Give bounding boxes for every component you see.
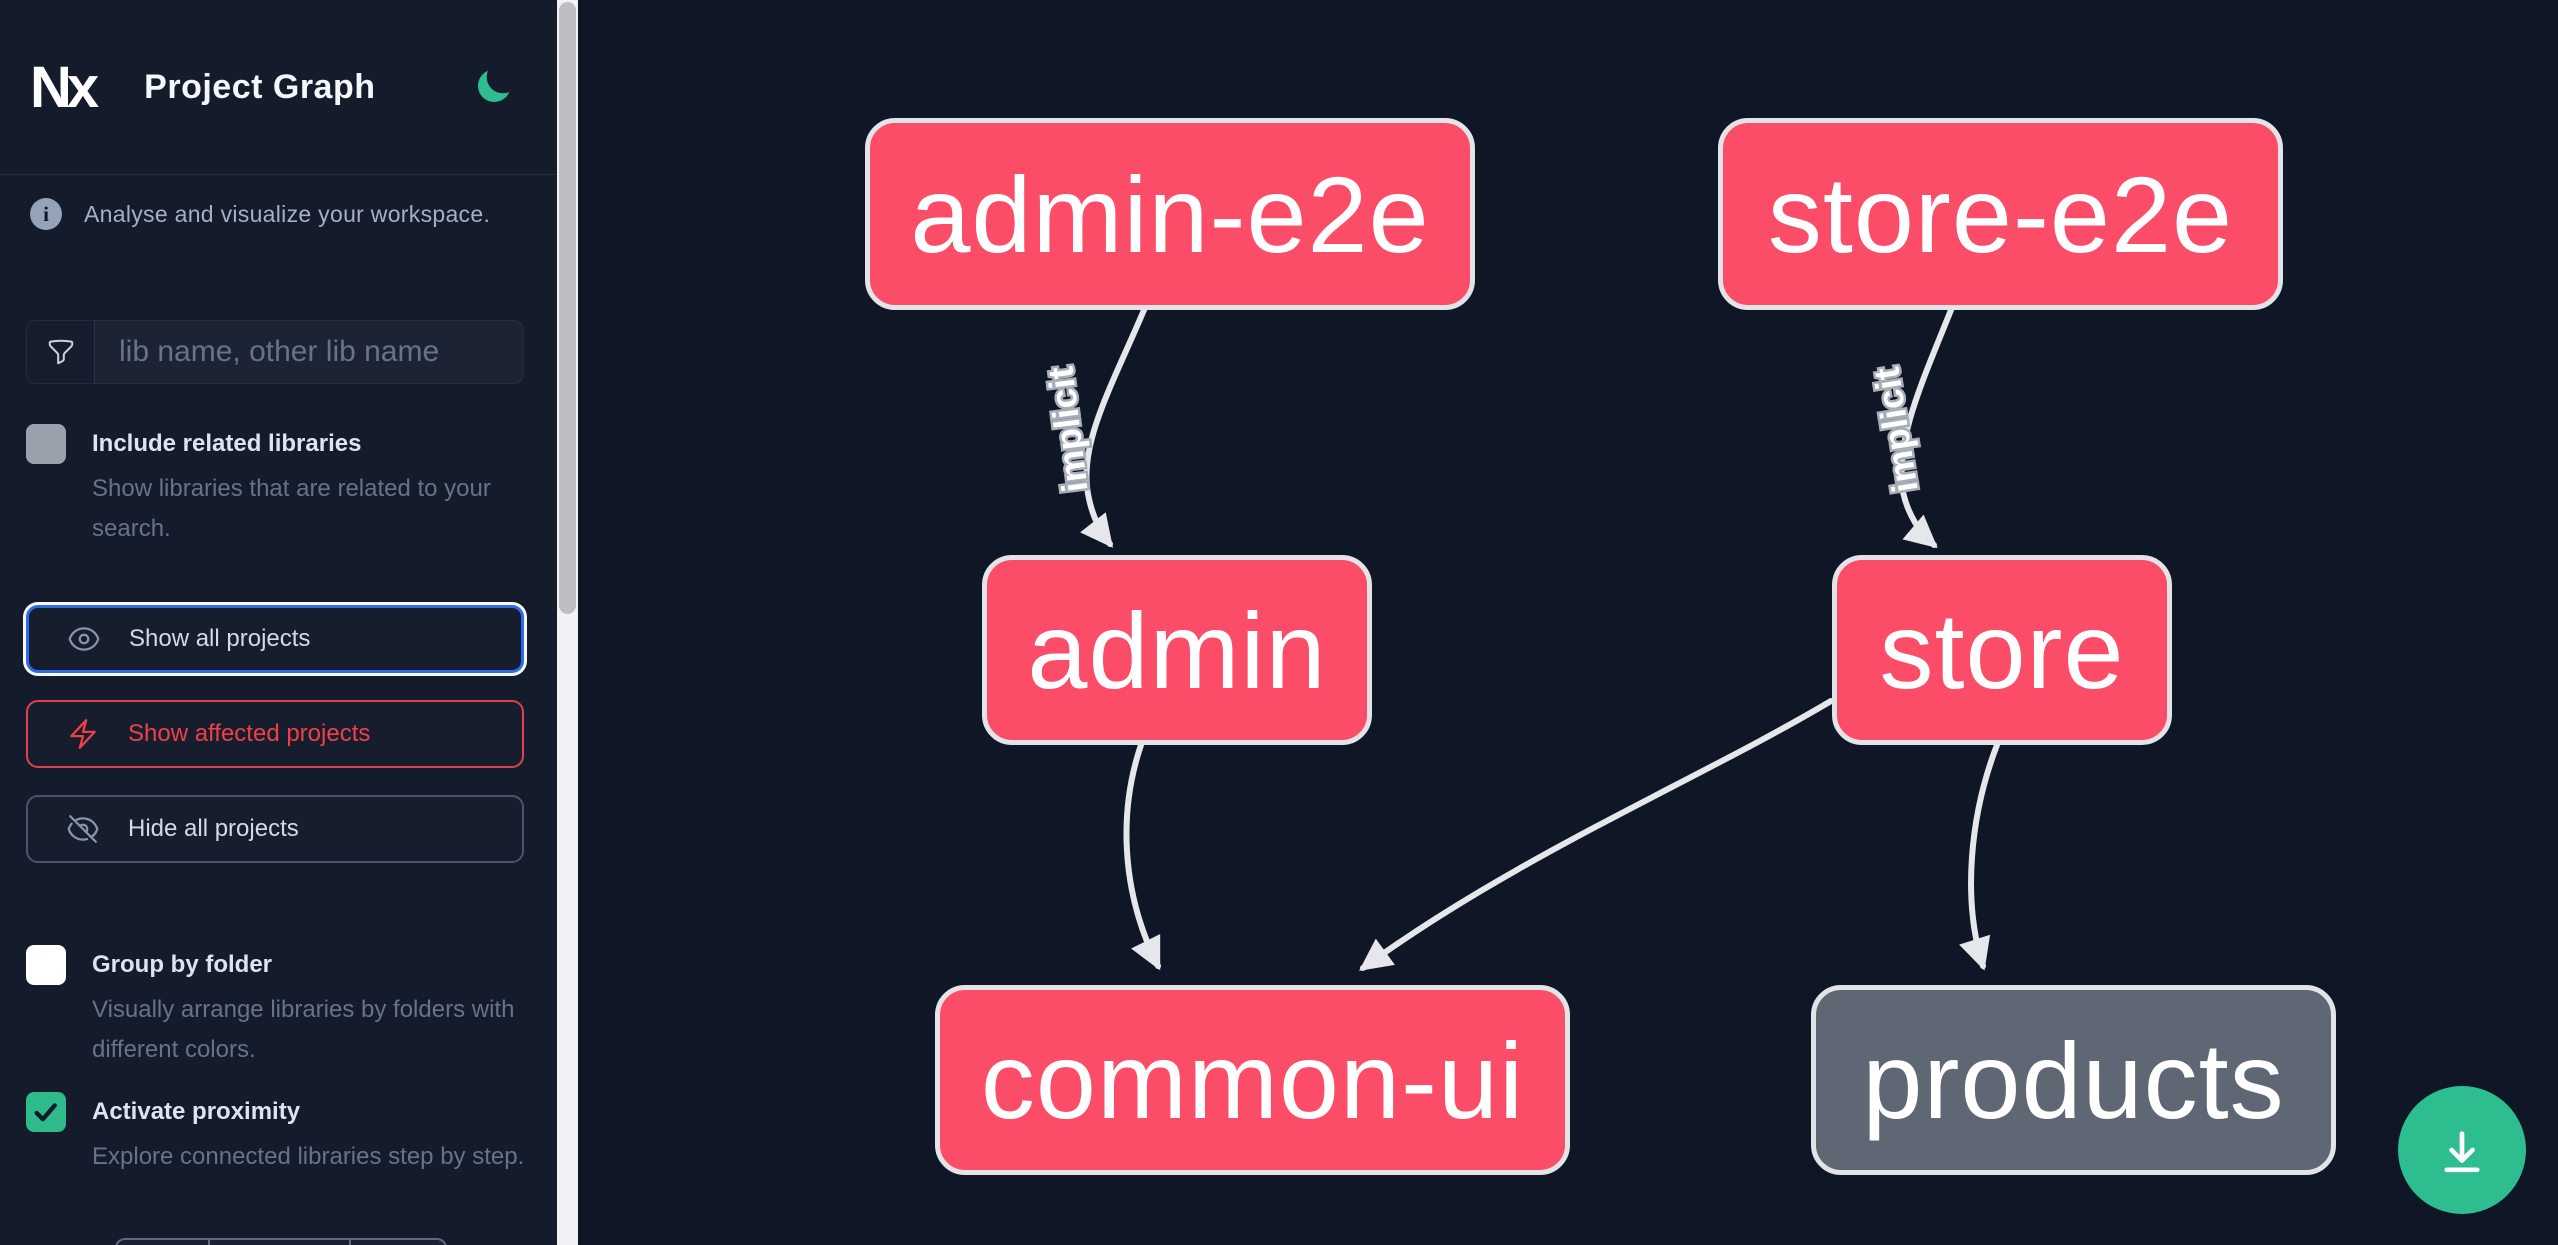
checkbox-label: Group by folder: [92, 951, 272, 978]
include-related-checkbox[interactable]: [26, 424, 66, 464]
hide-all-projects-button[interactable]: Hide all projects: [26, 795, 524, 863]
activate-proximity-checkbox[interactable]: [26, 1092, 66, 1132]
graph-node-admin-e2e[interactable]: admin-e2e: [865, 118, 1475, 310]
project-graph-canvas[interactable]: implicit implicit admin-e2e store-e2e ad…: [578, 0, 2558, 1245]
sidebar-header: Nx Project Graph: [0, 0, 557, 175]
info-icon: i: [30, 198, 62, 230]
show-affected-projects-button[interactable]: Show affected projects: [26, 700, 524, 768]
include-related-row: Include related libraries Show libraries…: [26, 422, 526, 549]
checkbox-description: Explore connected libraries step by step…: [92, 1143, 525, 1170]
bolt-icon: [70, 719, 96, 749]
rankdir-segmented-control[interactable]: [115, 1238, 447, 1245]
checkbox-description: Show libraries that are related to your …: [92, 475, 491, 542]
checkbox-label: Activate proximity: [92, 1098, 301, 1125]
funnel-icon: [27, 321, 95, 383]
check-icon: [34, 1103, 57, 1122]
graph-node-store-e2e[interactable]: store-e2e: [1718, 118, 2283, 310]
node-label: common-ui: [980, 1019, 1525, 1141]
node-label: admin-e2e: [910, 153, 1430, 275]
graph-node-store[interactable]: store: [1832, 555, 2172, 745]
node-label: store-e2e: [1767, 153, 2234, 275]
activate-proximity-row: Activate proximity Explore connected lib…: [26, 1090, 526, 1177]
checkbox-description: Visually arrange libraries by folders wi…: [92, 996, 515, 1063]
edge-store-to-products[interactable]: [1959, 742, 2000, 971]
segment-option[interactable]: [351, 1240, 445, 1245]
edge-store-to-common-ui[interactable]: [1359, 698, 1834, 971]
checkbox-label: Include related libraries: [92, 430, 362, 457]
eye-icon: [68, 627, 100, 651]
show-all-projects-button[interactable]: Show all projects: [26, 605, 524, 673]
eye-slash-icon: [67, 815, 99, 843]
sidebar-scrollbar[interactable]: [557, 0, 578, 1245]
graph-node-products[interactable]: products: [1811, 985, 2336, 1175]
download-image-button[interactable]: [2398, 1086, 2526, 1214]
edge-store-e2e-to-store[interactable]: [1898, 307, 1954, 549]
node-label: store: [1879, 589, 2125, 711]
button-label: Show affected projects: [128, 720, 371, 747]
edge-label-implicit: implicit: [1866, 365, 1926, 496]
graph-node-common-ui[interactable]: common-ui: [935, 985, 1570, 1175]
group-by-folder-row: Group by folder Visually arrange librari…: [26, 943, 526, 1070]
filter-input[interactable]: [95, 321, 523, 383]
sidebar: Nx Project Graph i Analyse and visualize…: [0, 0, 557, 1245]
segment-option[interactable]: [210, 1240, 351, 1245]
graph-edges: implicit implicit: [1037, 307, 2000, 971]
node-label: products: [1862, 1019, 2285, 1141]
edge-admin-e2e-to-admin[interactable]: [1080, 307, 1147, 548]
graph-node-admin[interactable]: admin: [982, 555, 1372, 745]
workspace-tagline-row: i Analyse and visualize your workspace.: [30, 198, 530, 230]
workspace-tagline: Analyse and visualize your workspace.: [84, 200, 491, 227]
button-label: Hide all projects: [128, 815, 299, 842]
group-by-folder-checkbox[interactable]: [26, 945, 66, 985]
sidebar-scrollbar-thumb[interactable]: [559, 2, 576, 614]
edge-admin-to-common-ui[interactable]: [1123, 742, 1161, 971]
button-label: Show all projects: [129, 625, 311, 652]
project-filter: [26, 320, 524, 384]
page-title: Project Graph: [144, 67, 376, 106]
segment-option[interactable]: [117, 1240, 211, 1245]
nx-logo: Nx: [30, 54, 99, 120]
theme-toggle-moon-icon[interactable]: [473, 67, 513, 107]
download-icon: [2444, 1131, 2480, 1173]
node-label: admin: [1027, 589, 1327, 711]
edge-label-implicit: implicit: [1040, 364, 1096, 494]
